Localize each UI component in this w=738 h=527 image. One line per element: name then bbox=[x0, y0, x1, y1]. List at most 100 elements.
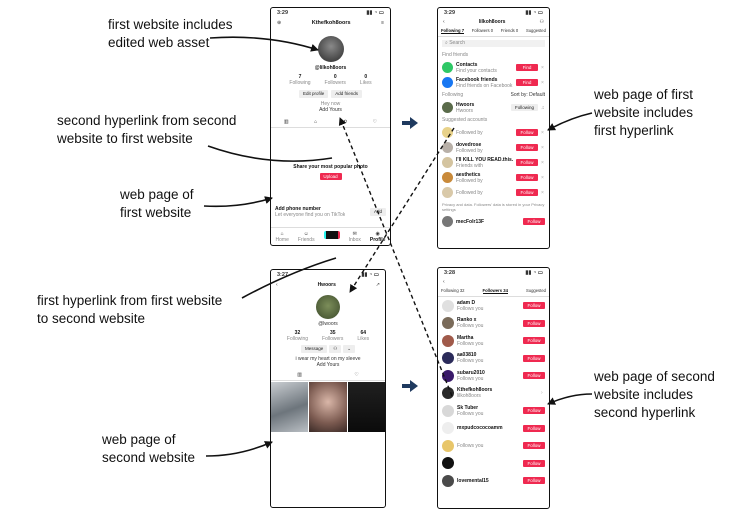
status-time: 3:29 bbox=[277, 10, 289, 16]
back-icon[interactable]: ‹ bbox=[443, 19, 445, 25]
follow-button[interactable]: Follow bbox=[523, 218, 545, 225]
nav-inbox[interactable]: ✉Inbox bbox=[349, 231, 361, 243]
nav-profile[interactable]: ◉Profile bbox=[370, 231, 386, 243]
follow-button[interactable]: Follow bbox=[523, 337, 545, 345]
follow-button[interactable]: Follow bbox=[523, 372, 545, 380]
chevron-right-icon[interactable]: › bbox=[541, 390, 543, 397]
tab-suggested[interactable]: Suggested bbox=[525, 28, 546, 33]
heart-icon[interactable]: ♡ bbox=[354, 372, 359, 378]
annotation-line: web page of first bbox=[594, 87, 694, 102]
annotation-first-hyperlink-page: web page of first website includes first… bbox=[594, 86, 693, 140]
search-input[interactable]: ⌕ Search bbox=[442, 40, 545, 47]
back-icon[interactable]: ‹ bbox=[276, 282, 278, 288]
tab-following[interactable]: Following 32 bbox=[441, 288, 465, 293]
follow-button[interactable]: Follow bbox=[523, 424, 545, 432]
follow-button[interactable]: Follow bbox=[523, 354, 545, 362]
grid-icon[interactable]: ▥ bbox=[283, 119, 289, 125]
tab-suggested[interactable]: Suggested bbox=[525, 288, 546, 293]
follow-button[interactable]: Follow bbox=[516, 129, 538, 136]
follow-button[interactable]: Follow bbox=[523, 407, 545, 415]
close-icon[interactable]: × bbox=[541, 159, 544, 166]
follow-button[interactable]: Follow bbox=[516, 174, 538, 181]
add-yours-link[interactable]: Add Yours bbox=[316, 362, 340, 368]
upload-button[interactable]: Upload bbox=[319, 173, 342, 180]
tab-followers[interactable]: Followers 0 bbox=[471, 28, 494, 33]
edit-profile-button[interactable]: Edit profile bbox=[298, 90, 329, 98]
add-yours-link[interactable]: Add Yours bbox=[319, 107, 342, 113]
message-button[interactable]: Message bbox=[300, 345, 328, 353]
leader-edited-asset bbox=[209, 36, 319, 52]
find-button[interactable]: Find bbox=[516, 64, 538, 71]
close-icon[interactable]: × bbox=[541, 189, 544, 196]
tab-followers[interactable]: Followers 34 bbox=[482, 288, 508, 294]
back-icon[interactable]: ‹ bbox=[443, 279, 445, 285]
lock-icon[interactable]: ⌂ bbox=[314, 119, 318, 125]
tab-following[interactable]: Following 7 bbox=[441, 28, 465, 34]
video-thumbnail[interactable] bbox=[309, 382, 347, 432]
follow-button[interactable]: Follow bbox=[516, 144, 538, 151]
tab-friends[interactable]: Friends 0 bbox=[500, 28, 519, 33]
list-item[interactable]: Follow bbox=[438, 455, 549, 473]
follow-button[interactable]: Follow bbox=[523, 477, 545, 485]
item-title: Sk Tuber bbox=[457, 404, 479, 411]
add-friends-button[interactable]: Add friends bbox=[331, 90, 363, 98]
nav-friends[interactable]: ☺Friends bbox=[298, 231, 315, 243]
follow-status-button[interactable]: ⚇ bbox=[329, 345, 342, 353]
more-button[interactable]: ⌄ bbox=[343, 345, 356, 353]
menu-icon[interactable]: ≡ bbox=[381, 20, 384, 26]
follow-button[interactable]: Follow bbox=[523, 442, 545, 450]
follow-button[interactable]: Follow bbox=[516, 189, 538, 196]
nav-create[interactable] bbox=[323, 231, 340, 243]
following-button[interactable]: Following bbox=[510, 104, 538, 111]
close-icon[interactable]: × bbox=[541, 174, 544, 181]
sort-dropdown[interactable]: Sort by: Default bbox=[510, 92, 545, 98]
avatar bbox=[442, 439, 454, 452]
follow-button[interactable]: Follow bbox=[523, 319, 545, 327]
follow-button[interactable]: Follow bbox=[523, 459, 545, 467]
stat-value: 35 bbox=[329, 330, 336, 336]
add-user-icon[interactable]: ⚇ bbox=[539, 19, 544, 25]
close-icon[interactable]: × bbox=[541, 64, 544, 71]
item-subtitle: Followed by bbox=[456, 189, 483, 196]
close-icon[interactable]: × bbox=[541, 79, 544, 86]
bell-icon[interactable]: ♫ bbox=[541, 104, 545, 111]
list-item[interactable]: Followed by Follow× bbox=[438, 185, 549, 200]
close-icon[interactable]: × bbox=[541, 144, 544, 151]
grid-icon[interactable]: ▥ bbox=[297, 372, 302, 378]
heart-icon[interactable]: ♡ bbox=[372, 119, 378, 125]
share-icon[interactable]: ↗ bbox=[375, 282, 380, 288]
video-thumbnail[interactable] bbox=[271, 382, 309, 432]
video-thumbnail[interactable] bbox=[347, 382, 385, 432]
follow-button[interactable]: Follow bbox=[516, 159, 538, 166]
nav-home[interactable]: ⌂Home bbox=[276, 231, 289, 243]
stat-label: Following bbox=[289, 80, 311, 86]
find-button[interactable]: Find bbox=[516, 79, 538, 86]
add-user-icon[interactable]: ⊕ bbox=[277, 20, 282, 26]
follow-button[interactable]: Follow bbox=[523, 302, 545, 310]
close-icon[interactable]: × bbox=[541, 129, 544, 136]
